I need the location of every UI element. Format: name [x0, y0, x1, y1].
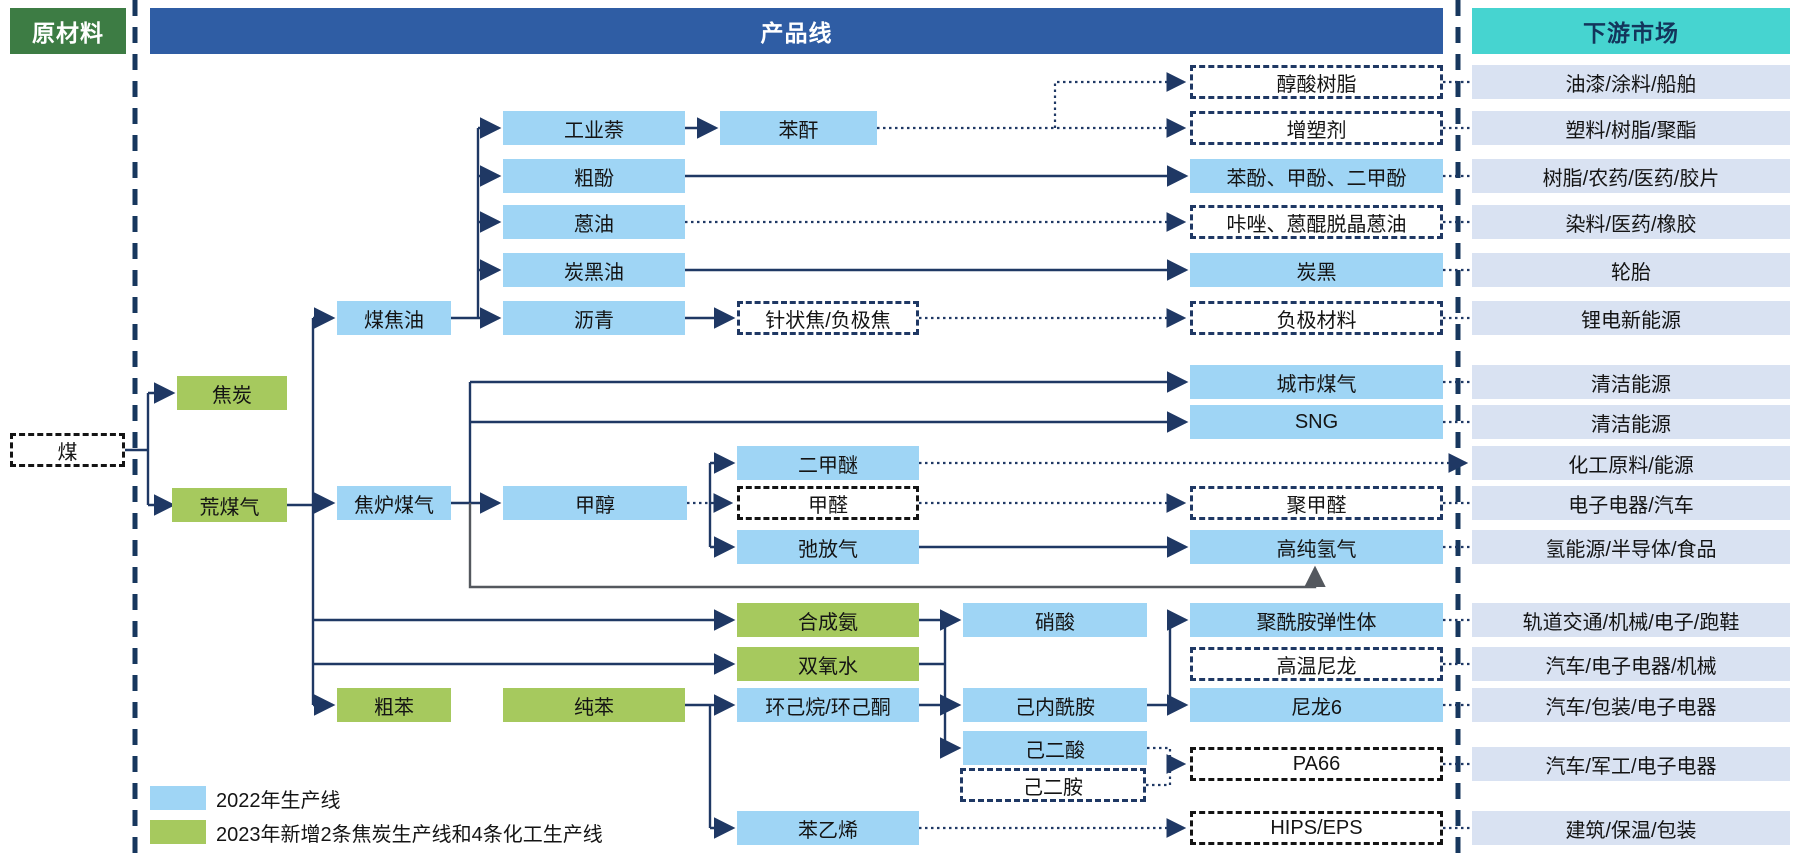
node-styrene: 苯乙烯 [737, 811, 919, 845]
node-coal-tar: 煤焦油 [337, 301, 451, 335]
node-anode-material: 负极材料 [1190, 301, 1443, 335]
market-clean-energy-2: 清洁能源 [1472, 405, 1790, 439]
market-resin-pesticide-medicine-film: 树脂/农药/医药/胶片 [1472, 159, 1790, 193]
market-auto-packaging-electronics: 汽车/包装/电子电器 [1472, 688, 1790, 722]
market-dye-medicine-rubber: 染料/医药/橡胶 [1472, 205, 1790, 239]
node-crude-benzene: 粗苯 [337, 688, 451, 722]
node-coal: 煤 [10, 433, 125, 467]
solid-arrows [148, 117, 1189, 839]
node-purge-gas: 弛放气 [737, 530, 919, 564]
header-product-line: 产品线 [150, 8, 1443, 54]
node-alkyd-resin: 醇酸树脂 [1190, 65, 1443, 99]
legend-label-2023: 2023年新增2条焦炭生产线和4条化工生产线 [216, 823, 603, 846]
node-anthracene-oil: 蒽油 [503, 205, 685, 239]
node-methanol: 甲醇 [503, 486, 687, 520]
node-pa66: PA66 [1190, 747, 1443, 781]
node-plasticizer: 增塑剂 [1190, 111, 1443, 145]
node-hexamethylenediamine: 己二胺 [960, 768, 1146, 802]
node-pure-benzene: 纯苯 [503, 688, 685, 722]
node-coke-oven-gas: 焦炉煤气 [337, 486, 451, 520]
node-coke: 焦炭 [177, 376, 287, 410]
node-hydrogen-peroxide: 双氧水 [737, 647, 919, 681]
header-downstream-market: 下游市场 [1472, 8, 1790, 54]
market-rail-machinery-electronics-shoes: 轨道交通/机械/电子/跑鞋 [1472, 603, 1790, 637]
market-plastic-resin-polyester: 塑料/树脂/聚酯 [1472, 111, 1790, 145]
market-chemical-raw-energy: 化工原料/能源 [1472, 446, 1790, 480]
header-raw-materials: 原材料 [10, 8, 126, 54]
node-carbon-black-oil: 炭黑油 [503, 253, 685, 287]
market-auto-electronics-machinery: 汽车/电子电器/机械 [1472, 647, 1790, 681]
node-caprolactam: 己内酰胺 [963, 688, 1147, 722]
node-high-purity-hydrogen: 高纯氢气 [1190, 530, 1443, 564]
market-auto-military-electronics: 汽车/军工/电子电器 [1472, 747, 1790, 781]
node-nitric-acid: 硝酸 [963, 603, 1147, 637]
node-phenols: 苯酚、甲酚、二甲酚 [1190, 159, 1443, 193]
market-hydrogen-semiconductor-food: 氢能源/半导体/食品 [1472, 530, 1790, 564]
node-city-gas: 城市煤气 [1190, 365, 1443, 399]
legend-swatch-2023 [150, 820, 206, 844]
node-pom: 聚甲醛 [1190, 486, 1443, 520]
legend-swatch-2022 [150, 786, 206, 810]
node-carbazole: 咔唑、蒽醌脱晶蒽油 [1190, 205, 1443, 239]
market-lithium-new-energy: 锂电新能源 [1472, 301, 1790, 335]
node-adipic-acid: 己二酸 [963, 731, 1147, 765]
market-construction-insulation-packaging: 建筑/保温/包装 [1472, 811, 1790, 845]
node-industrial-naphthalene: 工业萘 [503, 111, 685, 145]
node-needle-coke: 针状焦/负极焦 [737, 301, 919, 335]
legend-label-2022: 2022年生产线 [216, 789, 341, 812]
node-synthetic-ammonia: 合成氨 [737, 603, 919, 637]
node-cyclohexane: 环己烷/环己酮 [737, 688, 919, 722]
dotted-arrows [685, 72, 1469, 838]
node-phthalic-anhydride: 苯酐 [720, 111, 877, 145]
node-polyamide-elastomer: 聚酰胺弹性体 [1190, 603, 1443, 637]
node-nylon6: 尼龙6 [1190, 688, 1443, 722]
market-tires: 轮胎 [1472, 253, 1790, 287]
dotted-trunks [1146, 746, 1172, 787]
gray-hydrogen-feed-line [468, 503, 1326, 589]
node-raw-coal-gas: 荒煤气 [172, 488, 287, 522]
node-sng: SNG [1190, 405, 1443, 439]
market-clean-energy-1: 清洁能源 [1472, 365, 1790, 399]
product-market-stubs [1443, 80, 1470, 830]
node-pitch: 沥青 [503, 301, 685, 335]
market-paint-coating-ship: 油漆/涂料/船舶 [1472, 65, 1790, 99]
node-hips-eps: HIPS/EPS [1190, 811, 1443, 845]
node-carbon-black: 炭黑 [1190, 253, 1443, 287]
node-dme: 二甲醚 [737, 446, 919, 480]
market-electronics-auto: 电子电器/汽车 [1472, 486, 1790, 520]
node-formaldehyde: 甲醛 [737, 486, 919, 520]
node-high-temp-nylon: 高温尼龙 [1190, 647, 1443, 681]
node-crude-phenol: 粗酚 [503, 159, 685, 193]
